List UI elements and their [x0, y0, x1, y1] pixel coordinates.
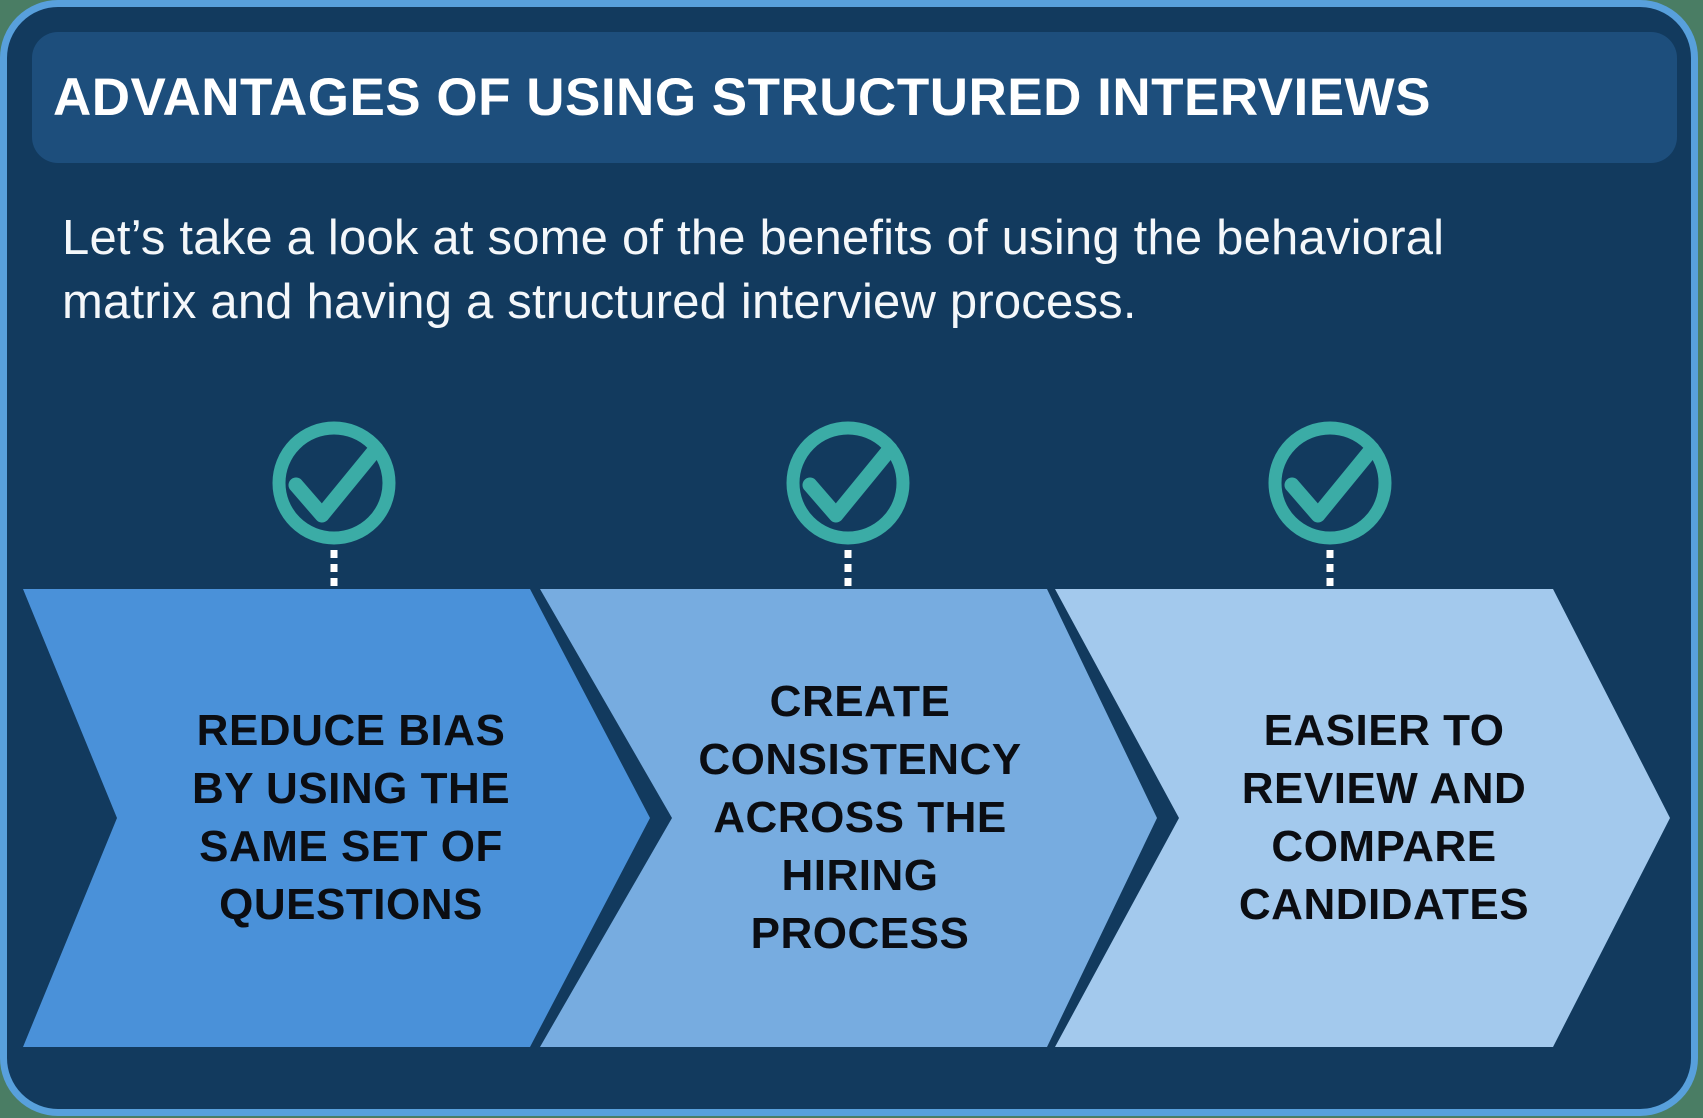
benefit-label-line: QUESTIONS: [219, 880, 483, 929]
benefit-label-line: PROCESS: [750, 909, 970, 958]
intro-line-2: matrix and having a structured interview…: [62, 275, 1137, 329]
benefit-label-line: BY USING THE: [191, 764, 511, 813]
benefit-label-line: SAME SET OF: [199, 822, 503, 871]
check-circle-icon: [786, 421, 910, 545]
check-mark-icon: [802, 441, 898, 523]
benefit-label-3: EASIER TO REVIEW AND COMPARE CANDIDATES: [1174, 702, 1594, 934]
benefit-label-line: ACROSS THE: [713, 793, 1007, 842]
benefit-label-line: CANDIDATES: [1238, 880, 1530, 929]
check-badge-2: [786, 421, 910, 596]
check-circle-icon: [1268, 421, 1392, 545]
slide-title: ADVANTAGES OF USING STRUCTURED INTERVIEW…: [53, 68, 1431, 127]
header-bar: ADVANTAGES OF USING STRUCTURED INTERVIEW…: [32, 32, 1677, 163]
check-mark-icon: [288, 441, 384, 523]
benefit-label-line: CONSISTENCY: [698, 735, 1022, 784]
check-badge-3: [1268, 421, 1392, 596]
benefit-label-1: REDUCE BIAS BY USING THE SAME SET OF QUE…: [141, 702, 561, 934]
benefit-label-line: COMPARE: [1271, 822, 1497, 871]
benefit-label-2: CREATE CONSISTENCY ACROSS THE HIRING PRO…: [650, 673, 1070, 963]
chevron-arrow-1: [23, 589, 650, 1047]
benefit-label-line: REVIEW AND: [1241, 764, 1527, 813]
check-circle-icon: [272, 421, 396, 545]
benefit-label-line: HIRING: [781, 851, 939, 900]
intro-line-1: Let’s take a look at some of the benefit…: [62, 211, 1445, 265]
intro-text: Let’s take a look at some of the benefit…: [62, 206, 1444, 334]
check-mark-icon: [1284, 441, 1380, 523]
check-badge-1: [272, 421, 396, 596]
benefit-label-line: EASIER TO: [1263, 706, 1505, 755]
benefit-label-line: CREATE: [769, 677, 951, 726]
benefit-label-line: REDUCE BIAS: [196, 706, 506, 755]
